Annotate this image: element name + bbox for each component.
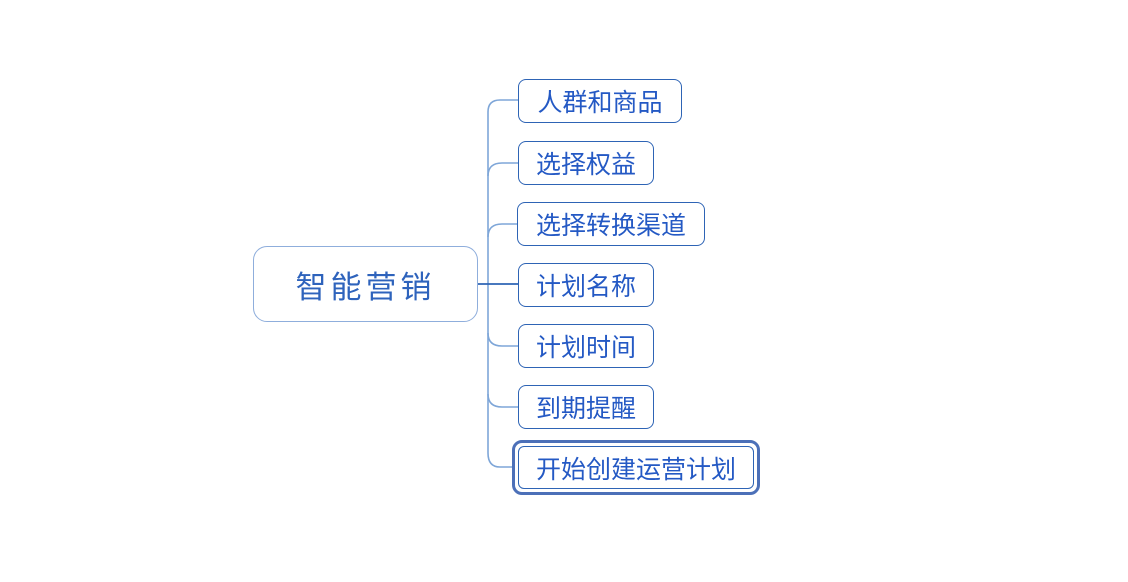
node-label: 计划名称 xyxy=(535,274,636,301)
branch-child-3 xyxy=(487,223,517,238)
node-expiry-reminder[interactable]: 到期提醒 xyxy=(518,385,654,429)
node-select-conversion-channel[interactable]: 选择转换渠道 xyxy=(517,202,705,246)
selection-outline: 开始创建运营计划 xyxy=(512,440,760,495)
node-label: 开始创建运营计划 xyxy=(535,456,736,484)
node-label: 选择转换渠道 xyxy=(535,213,686,240)
root-node[interactable]: 智能营销 xyxy=(253,246,478,322)
node-start-create-operation-plan[interactable]: 开始创建运营计划 xyxy=(518,446,754,489)
root-node-label: 智能营销 xyxy=(295,269,436,305)
node-plan-name[interactable]: 计划名称 xyxy=(518,263,654,307)
node-label: 选择权益 xyxy=(535,152,636,179)
node-label: 人群和商品 xyxy=(537,90,663,117)
node-plan-time[interactable]: 计划时间 xyxy=(518,324,654,368)
branch-child-6 xyxy=(487,393,518,408)
node-audience-and-products[interactable]: 人群和商品 xyxy=(518,79,682,123)
branch-child-2 xyxy=(487,162,518,177)
node-label: 计划时间 xyxy=(535,335,636,362)
branch-child-5 xyxy=(487,332,518,347)
node-select-benefits[interactable]: 选择权益 xyxy=(518,141,654,185)
node-label: 到期提醒 xyxy=(535,396,636,423)
branch-child-7 xyxy=(487,452,512,468)
branch-child-1 xyxy=(487,99,518,113)
